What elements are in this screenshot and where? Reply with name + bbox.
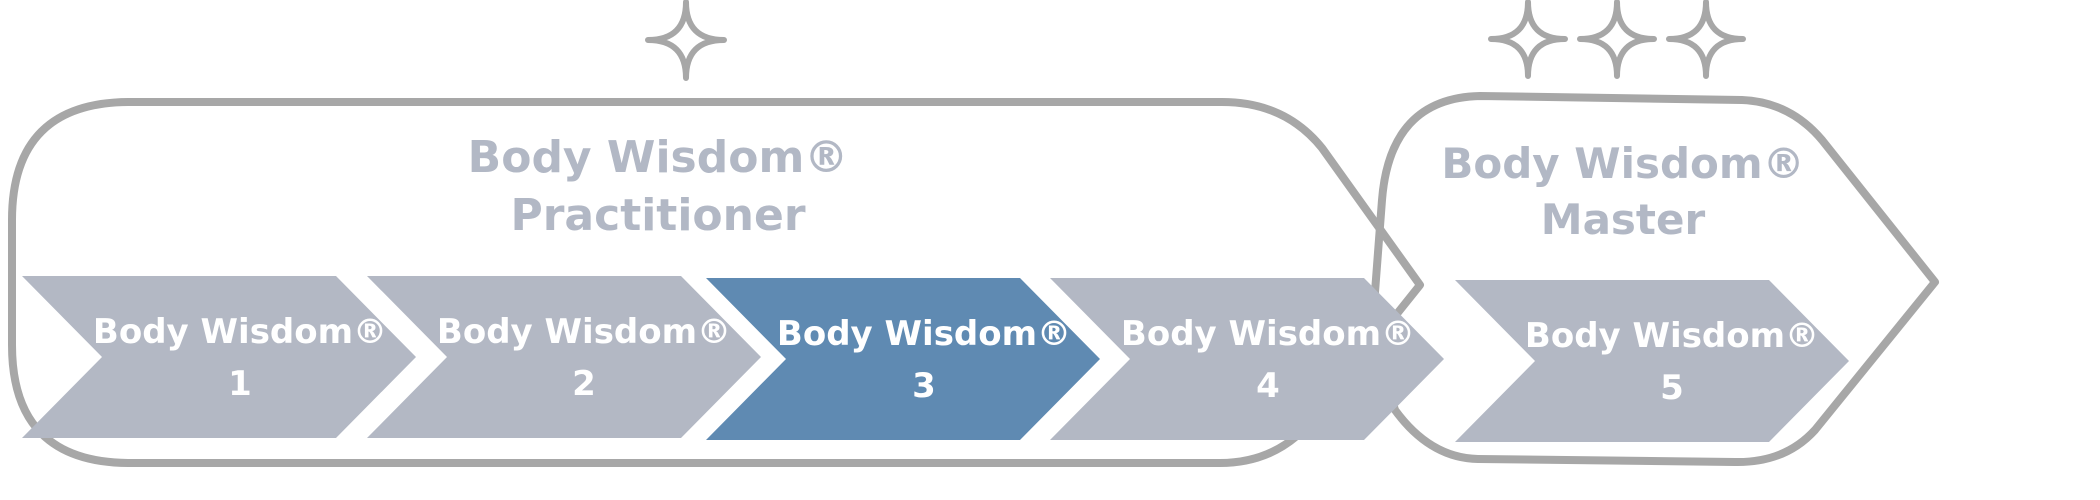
practitioner-title-line2: Practitioner	[510, 190, 805, 241]
master-title-line1: Body Wisdom®	[1441, 139, 1804, 188]
practitioner-title-line1: Body Wisdom®	[468, 132, 849, 183]
step-2-label-line2: 2	[572, 364, 596, 404]
sparkle-icon-shape	[645, 0, 727, 81]
sparkle-icon-shape	[1666, 0, 1746, 79]
step-2-label-line1: Body Wisdom®	[437, 312, 731, 352]
step-4-chevron	[1050, 278, 1444, 440]
master-star-icon	[1577, 0, 1657, 79]
step-1-label-line2: 1	[228, 364, 252, 404]
master-group-outline	[1371, 92, 1939, 467]
practitioner-star-icon	[645, 0, 727, 81]
step-5-label-line1: Body Wisdom®	[1525, 316, 1819, 356]
step-4-label-line1: Body Wisdom®	[1121, 314, 1415, 354]
sparkle-icon-shape	[1488, 0, 1568, 79]
sparkle-icon-shape	[1577, 0, 1657, 79]
step-4-label-line2: 4	[1256, 366, 1280, 406]
step-3-chevron	[706, 278, 1100, 440]
step-1-chevron	[22, 276, 416, 438]
step-5-chevron	[1455, 280, 1849, 442]
master-star-icon	[1488, 0, 1568, 79]
step-3-label-line1: Body Wisdom®	[777, 314, 1071, 354]
practitioner-group-outline	[8, 98, 1424, 467]
step-2-chevron	[367, 276, 761, 438]
master-title-line2: Master	[1541, 195, 1706, 244]
step-3-label-line2: 3	[912, 366, 936, 406]
step-5-label-line2: 5	[1660, 368, 1684, 408]
master-star-icon	[1666, 0, 1746, 79]
step-1-label-line1: Body Wisdom®	[93, 312, 387, 352]
